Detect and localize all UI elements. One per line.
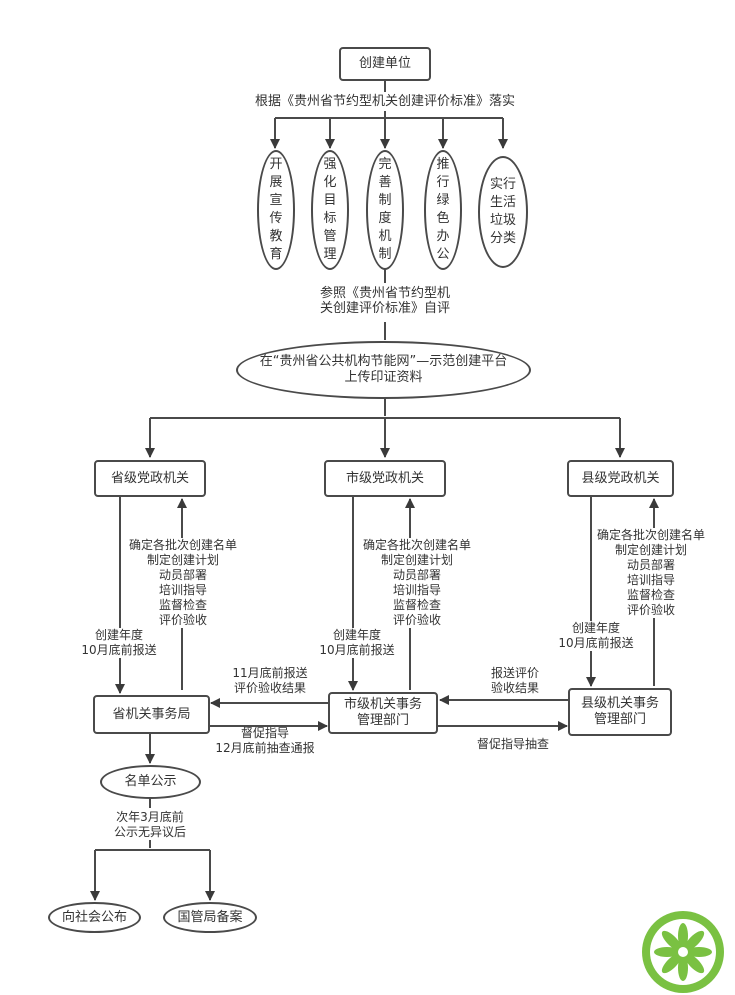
label-province-duties: 确定各批次创建名单 制定创建计划 动员部署 培训指导 监督检查 评价验收 [124,538,242,628]
node-create-unit: 创建单位 [339,47,431,81]
label-county-duties: 确定各批次创建名单 制定创建计划 动员部署 培训指导 监督检查 评价验收 [592,528,710,618]
node-publicity: 名单公示 [100,765,201,799]
node-task-targets: 强 化 目 标 管 理 [311,150,349,270]
node-task-green-office-text: 推 行 绿 色 办 公 [436,157,450,262]
node-guoguan: 国管局备案 [163,902,257,933]
label-nov-report: 11月底前报送 评价验收结果 [232,666,308,695]
node-platform: 在“贵州省公共机构节能网”—示范创建平台 上传印证资料 [236,341,531,399]
label-implement: 根据《贵州省节约型机关创建评价标准》落实 [250,94,520,109]
label-report-eval: 报送评价 验收结果 [490,666,539,695]
node-county-dept: 县级机关事务 管理部门 [568,688,672,736]
node-province-bureau: 省机关事务局 [93,695,210,734]
label-city-submit: 创建年度 10月底前报送 [310,628,404,658]
node-task-green-office: 推 行 绿 色 办 公 [424,150,462,270]
node-task-targets-text: 强 化 目 标 管 理 [323,157,337,262]
label-city-duties: 确定各批次创建名单 制定创建计划 动员部署 培训指导 监督检查 评价验收 [358,538,476,628]
node-province-party: 省级党政机关 [94,460,206,497]
node-task-publicity: 开 展 宣 传 教 育 [257,150,295,270]
logo [642,911,724,993]
node-city-dept: 市级机关事务 管理部门 [328,692,438,734]
node-task-waste-sorting-text: 实行 生活 垃圾 分类 [489,177,516,246]
node-society: 向社会公布 [48,902,141,933]
label-supervise-check: 督促指导抽查 [476,737,549,751]
node-city-party: 市级党政机关 [324,460,446,497]
node-task-waste-sorting: 实行 生活 垃圾 分类 [478,156,528,268]
node-task-system: 完 善 制 度 机 制 [366,150,404,270]
node-county-party: 县级党政机关 [567,460,674,497]
label-county-submit: 创建年度 10月底前报送 [549,621,643,651]
label-province-submit: 创建年度 10月底前报送 [72,628,166,658]
label-self-evaluation: 参照《贵州省节约型机 关创建评价标准》自评 [305,286,465,316]
node-task-publicity-text: 开 展 宣 传 教 育 [269,157,283,262]
label-next-year: 次年3月底前 公示无异议后 [95,810,205,840]
node-task-system-text: 完 善 制 度 机 制 [378,157,392,262]
label-supervise-dec: 督促指导 12月底前抽查通报 [215,726,315,755]
